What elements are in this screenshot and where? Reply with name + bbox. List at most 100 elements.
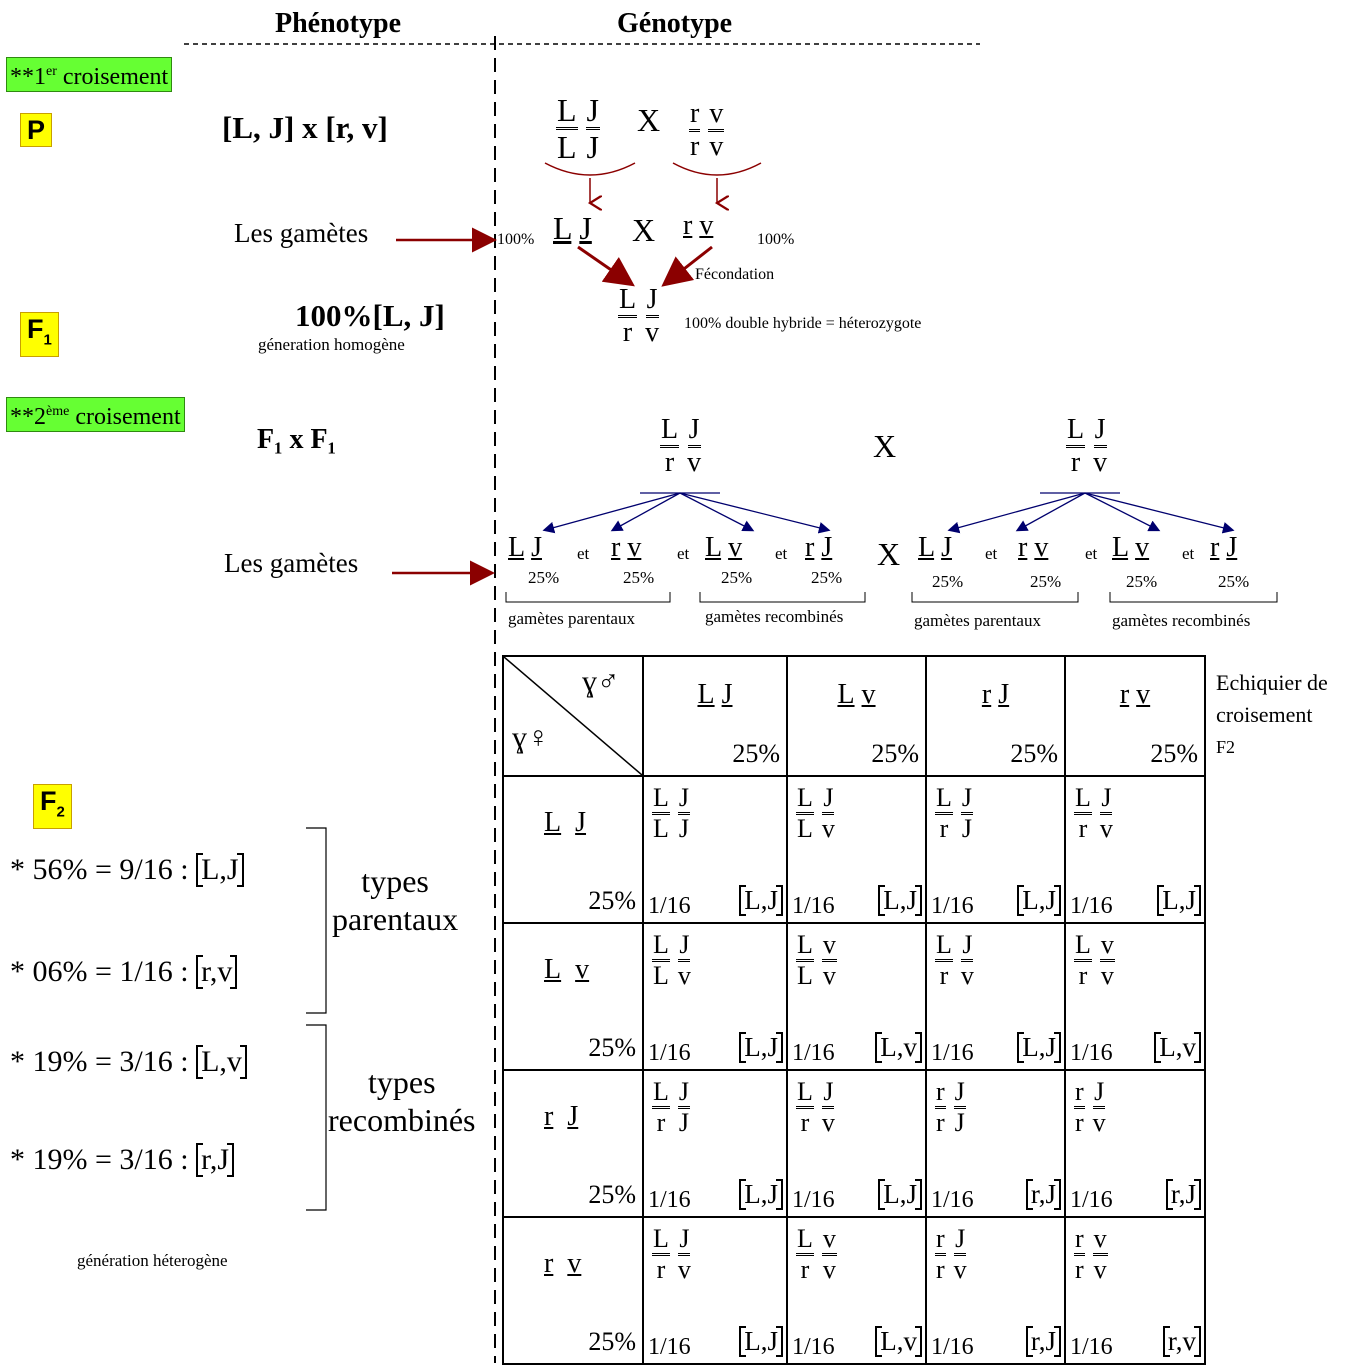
gamete-LJ: L J: [553, 210, 592, 246]
cell-phenotype: L,J: [1017, 885, 1061, 916]
phenotype-header: Phénotype: [275, 8, 401, 39]
cell-fraction: 1/16: [792, 1040, 835, 1066]
genotype-header: Génotype: [617, 8, 733, 39]
grid-corner: ɣ♂ ɣ♀: [502, 655, 644, 777]
cell-phenotype: r,J: [1025, 1326, 1062, 1357]
cell-phenotype: r,J: [1025, 1179, 1062, 1210]
male-symbol-icon: ɣ♂: [582, 665, 620, 698]
cell-fraction: 1/16: [1070, 1040, 1113, 1066]
cell-fraction: 1/16: [648, 1040, 691, 1066]
cell-phenotype: L,J: [739, 1179, 783, 1210]
cell-fraction: 1/16: [792, 893, 835, 919]
cell-phenotype: L,J: [739, 1032, 783, 1063]
cell-phenotype: L,v: [875, 1326, 922, 1357]
f2-result-3: * 19% = 3/16 : L,v: [10, 1045, 247, 1079]
cell-fraction: 1/16: [648, 893, 691, 919]
f1xf1-label: F₁ x F₁: [257, 424, 336, 455]
cell-fraction: 1/16: [931, 893, 974, 919]
female-symbol-icon: ɣ♀: [512, 721, 550, 754]
cross1-gam-x: X: [632, 212, 656, 248]
cell-phenotype: L,J: [739, 1326, 783, 1357]
gametes-x: X: [877, 536, 901, 572]
cell-phenotype: L,v: [1154, 1032, 1201, 1063]
cell-phenotype: L,J: [1017, 1032, 1061, 1063]
gamete-fan-left: [542, 492, 831, 534]
f1-phenotype: 100%[L, J]: [295, 298, 445, 333]
f2-note: génération héterogène: [77, 1251, 228, 1270]
cell-phenotype: L,J: [878, 1179, 922, 1210]
cell-phenotype: r,v: [1162, 1326, 1202, 1357]
gam-recombines-right: gamètes recombinés: [1112, 611, 1251, 630]
p-generation-box: P: [20, 113, 53, 147]
cell-fraction: 1/16: [1070, 1334, 1113, 1360]
corner-diagonal: [504, 657, 642, 775]
f2-result-4: * 19% = 3/16 : r,J: [10, 1143, 235, 1177]
cell-fraction: 1/16: [931, 1040, 974, 1066]
f2-result-1: * 56% = 9/16 : L,J: [10, 853, 244, 887]
cell-fraction: 1/16: [1070, 1187, 1113, 1213]
cell-phenotype: L,J: [878, 885, 922, 916]
gamete-brackets: [505, 592, 1278, 603]
fecondation-arrow-left: [577, 245, 635, 287]
cell-fraction: 1/16: [792, 1334, 835, 1360]
f2-result-2: * 06% = 1/16 : r,v: [10, 955, 238, 989]
gametes-label-2: Les gamètes: [224, 548, 359, 578]
cell-phenotype: L,J: [739, 885, 783, 916]
grid-side-label: Echiquier de croisement F2: [1216, 670, 1328, 757]
cell-phenotype: L,J: [1157, 885, 1201, 916]
gam-parentaux-right: gamètes parentaux: [914, 611, 1041, 630]
fecondation-arrow-right: [661, 245, 713, 287]
gamete-fan-right: [947, 492, 1235, 534]
f2-generation-box: F2: [33, 784, 72, 830]
cell-phenotype: L,v: [875, 1032, 922, 1063]
cell-fraction: 1/16: [931, 1187, 974, 1213]
gam-parentaux-left: gamètes parentaux: [508, 609, 635, 628]
cross1-label: **1er croisement: [6, 57, 173, 92]
cross2-x: X: [873, 428, 897, 464]
gam-pct-left: 100%: [497, 231, 535, 248]
gametes-label-1: Les gamètes: [234, 218, 369, 248]
cell-fraction: 1/16: [792, 1187, 835, 1213]
gam-recombines-left: gamètes recombinés: [705, 607, 844, 626]
fecondation-label: Fécondation: [695, 266, 775, 283]
parent2-brace: [672, 162, 762, 176]
